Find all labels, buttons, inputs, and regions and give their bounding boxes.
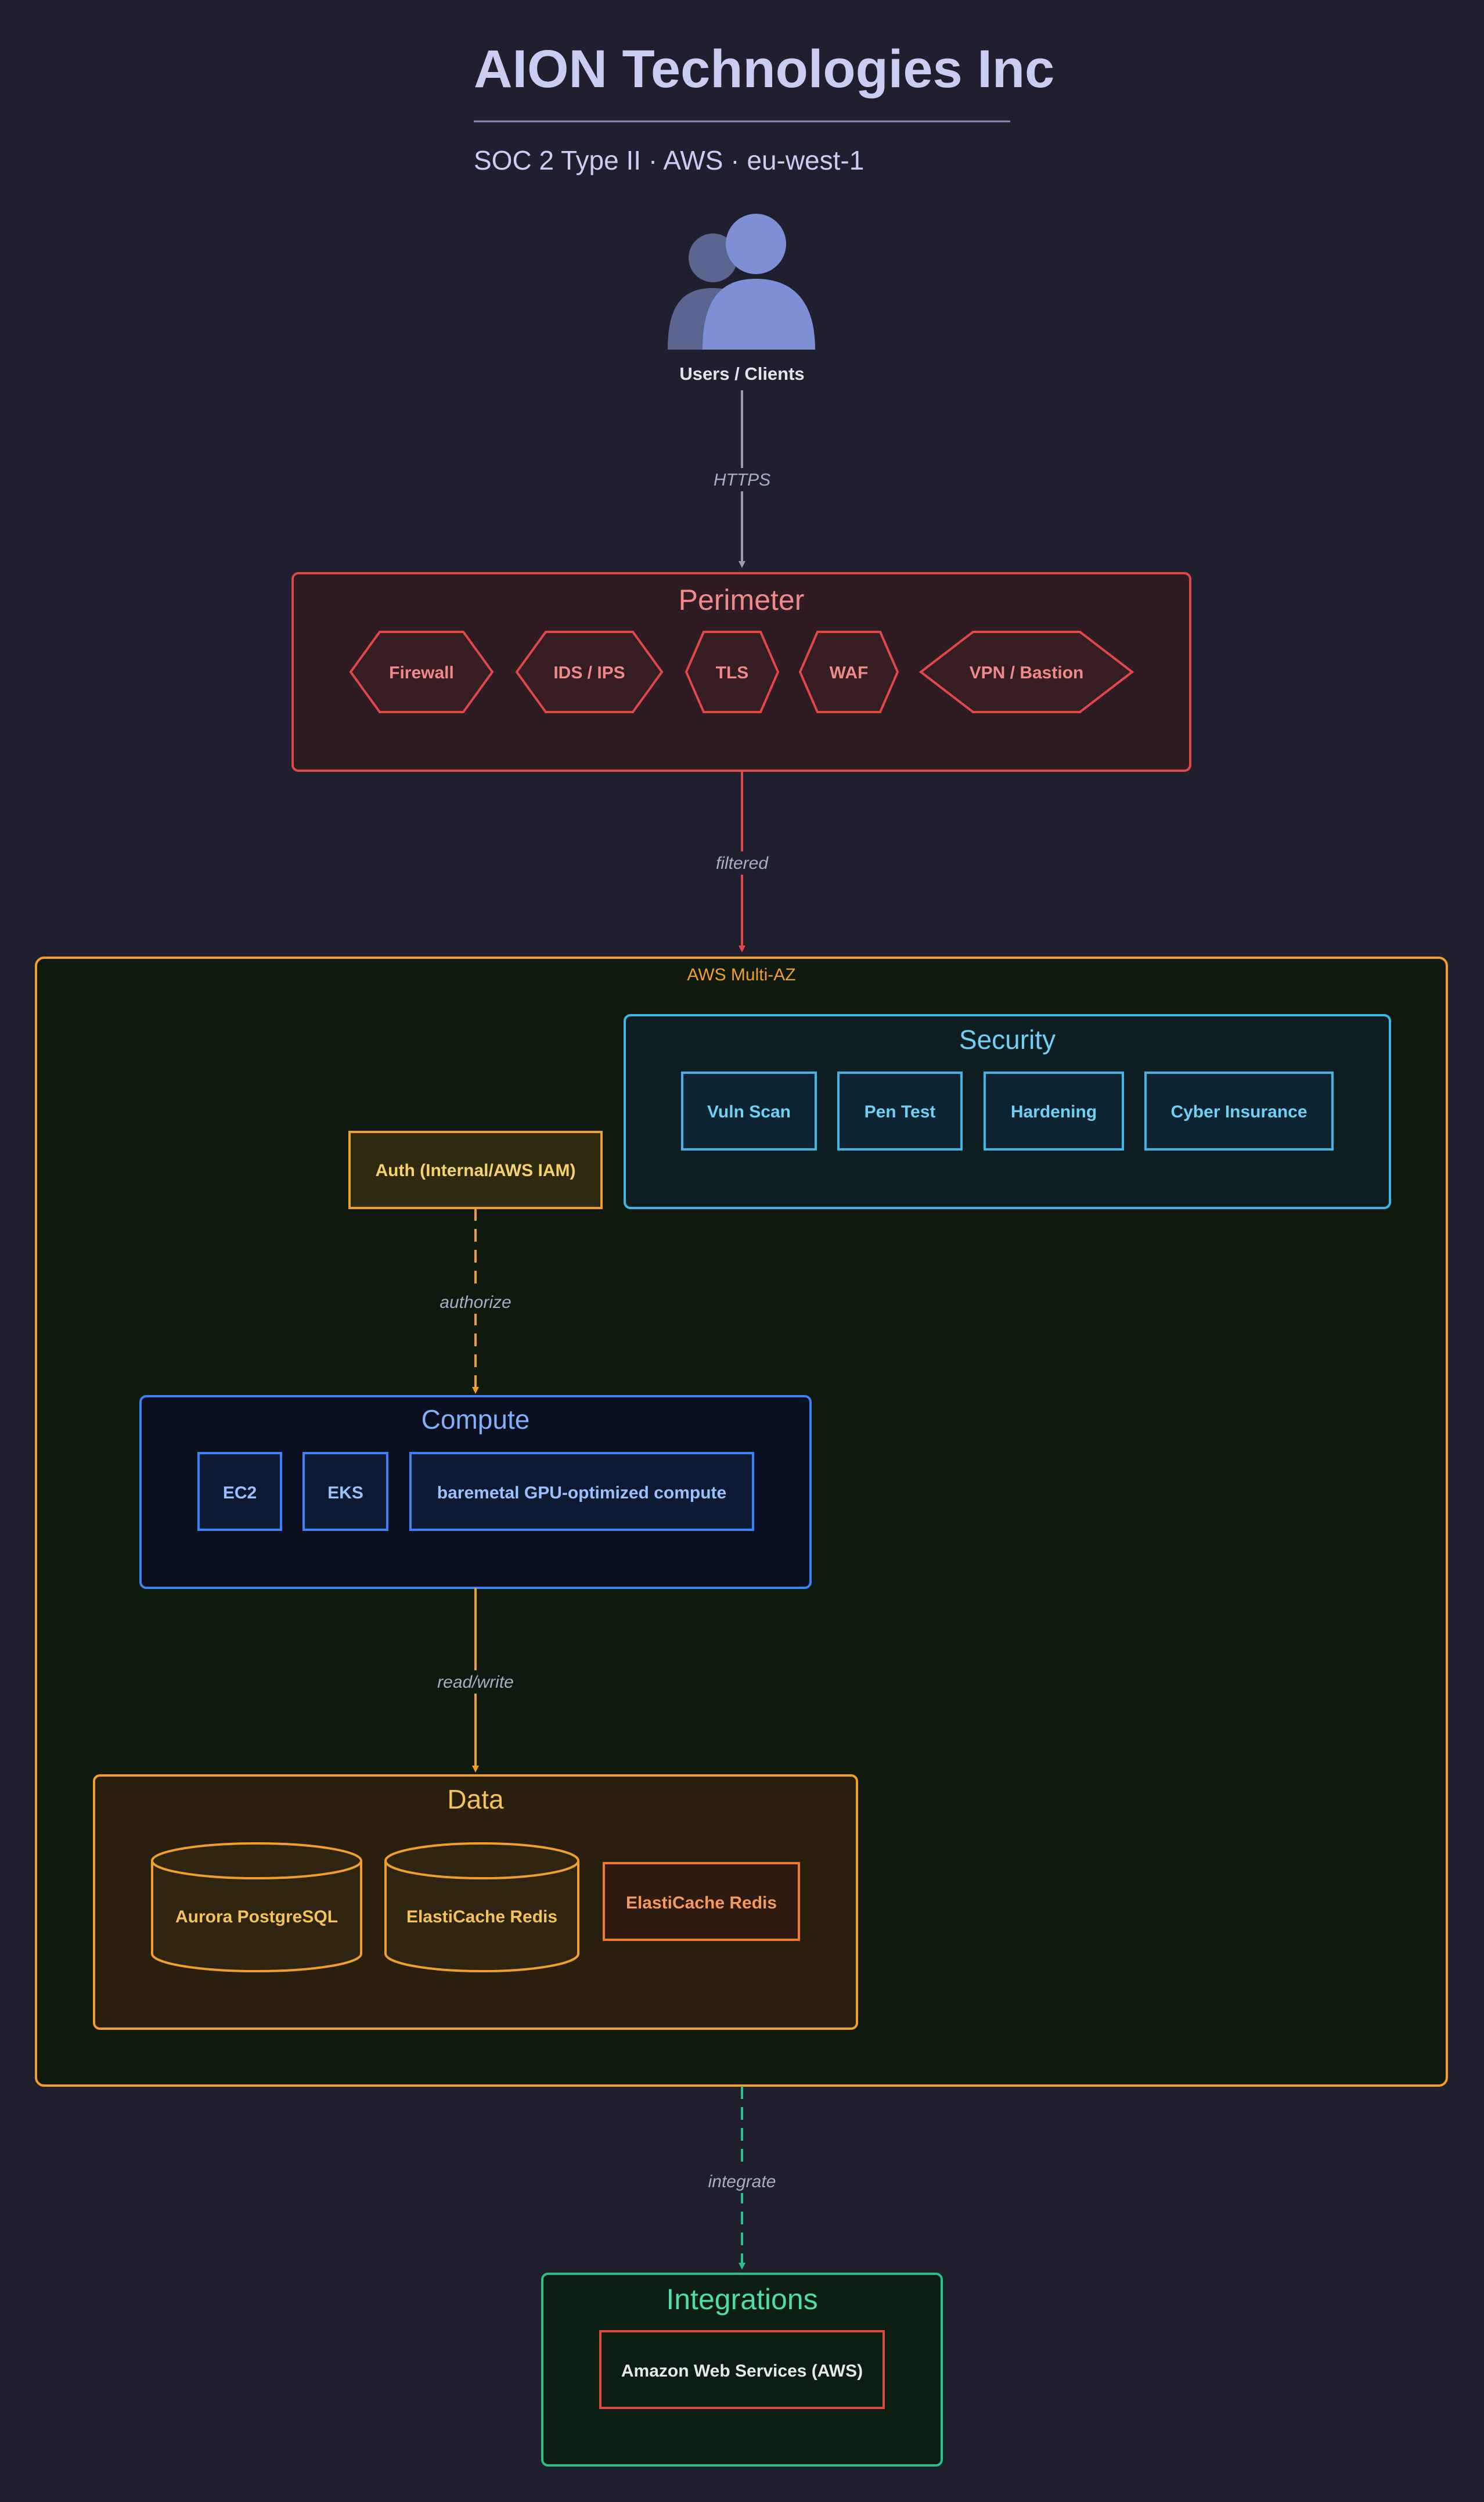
svg-text:IDS / IPS: IDS / IPS (553, 663, 625, 682)
perimeter-item-ids-ips: IDS / IPS (515, 631, 664, 713)
svg-text:baremetal GPU-optimized comput: baremetal GPU-optimized compute (437, 1483, 726, 1502)
page-title: AION Technologies Inc (474, 39, 1054, 99)
perimeter-item-vpn-bastion: VPN / Bastion (919, 631, 1134, 713)
svg-text:Aurora PostgreSQL: Aurora PostgreSQL (175, 1907, 338, 1926)
compute-item-baremetal-gpu: baremetal GPU-optimized compute (409, 1452, 754, 1531)
region-label: AWS Multi-AZ (687, 965, 795, 984)
perimeter-title: Perimeter (679, 584, 805, 616)
svg-text:ElastiCache Redis: ElastiCache Redis (626, 1893, 777, 1913)
users-icon (668, 214, 815, 350)
edge-label-bg (434, 1290, 517, 1314)
edge-label-bg (700, 2170, 784, 2193)
edge-label-integrate: integrate (708, 2172, 776, 2191)
svg-text:ElastiCache Redis: ElastiCache Redis (406, 1907, 557, 1926)
svg-text:Hardening: Hardening (1011, 1102, 1097, 1121)
edge-label-read-write: read/write (437, 1673, 514, 1692)
compute-item-ec2: EC2 (197, 1452, 282, 1531)
security-item-hardening: Hardening (984, 1072, 1124, 1151)
edge-label-filtered: filtered (716, 854, 769, 873)
svg-text:WAF: WAF (830, 663, 869, 682)
svg-text:EKS: EKS (327, 1483, 363, 1502)
edge-label-authorize: authorize (440, 1293, 511, 1312)
edge-label-bg (714, 468, 770, 491)
page-subtitle: SOC 2 Type II · AWS · eu-west-1 (474, 145, 864, 175)
auth-box: Auth (Internal/AWS IAM) (348, 1131, 603, 1209)
security-item-pen-test: Pen Test (837, 1072, 963, 1151)
perimeter-item-tls: TLS (685, 631, 780, 713)
security-title: Security (959, 1024, 1056, 1055)
svg-text:Amazon Web Services (AWS): Amazon Web Services (AWS) (621, 2361, 863, 2381)
integrations-item-aws: Amazon Web Services (AWS) (599, 2330, 885, 2409)
svg-text:EC2: EC2 (223, 1483, 257, 1502)
security-item-cyber-insurance: Cyber Insurance (1144, 1072, 1334, 1151)
perimeter-item-waf: WAF (798, 631, 899, 713)
data-title: Data (447, 1784, 504, 1814)
compute-title: Compute (422, 1404, 530, 1435)
svg-text:VPN / Bastion: VPN / Bastion (970, 663, 1084, 682)
edge-label-https: HTTPS (714, 470, 770, 490)
svg-text:Pen Test: Pen Test (865, 1102, 936, 1121)
svg-text:TLS: TLS (716, 663, 749, 682)
edge-label-bg (428, 1670, 523, 1694)
security-item-vuln-scan: Vuln Scan (681, 1072, 817, 1151)
compute-item-eks: EKS (302, 1452, 388, 1531)
svg-text:Firewall: Firewall (389, 663, 454, 682)
svg-text:Vuln Scan: Vuln Scan (707, 1102, 791, 1121)
edge-label-bg (706, 851, 778, 875)
integrations-title: Integrations (666, 2283, 817, 2316)
svg-text:Auth (Internal/AWS IAM): Auth (Internal/AWS IAM) (376, 1161, 576, 1180)
perimeter-item-firewall: Firewall (349, 631, 494, 713)
data-item-elasticache-redis: ElastiCache Redis (384, 1842, 579, 1972)
data-item-aurora-postgresql: Aurora PostgreSQL (151, 1842, 362, 1972)
data-item-elasticache-redis-2: ElastiCache Redis (603, 1862, 800, 1941)
users-label: Users / Clients (679, 364, 804, 384)
svg-text:Cyber Insurance: Cyber Insurance (1170, 1102, 1307, 1121)
